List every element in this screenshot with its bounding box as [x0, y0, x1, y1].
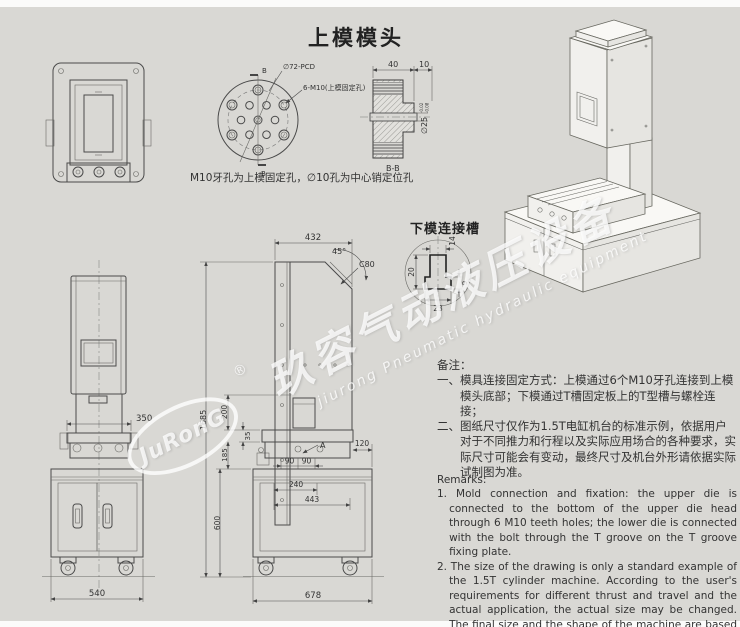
dim-432: 432 — [305, 233, 321, 243]
dim-185: 185 — [221, 448, 229, 461]
pcd-label: ∅72-PCD — [283, 63, 315, 71]
notes-cn-item-1: 一、模具连接固定方式：上模通过6个M10牙孔连接到上模模头底部；下模通过T槽固定… — [437, 373, 734, 418]
dim-240: 240 — [289, 480, 304, 489]
dim-9: 9 — [461, 281, 469, 285]
dim-540: 540 — [89, 589, 105, 599]
page-title: 上模模头 — [308, 26, 404, 50]
section-bb-label: B-B — [386, 164, 400, 173]
dim-90a: 90 — [285, 457, 295, 466]
top-view-drawing — [45, 62, 152, 183]
svg-text:-0.02: -0.02 — [419, 102, 424, 113]
section-mark-bottom: B — [261, 170, 266, 178]
dim-350: 350 — [136, 414, 152, 424]
dim-1685: 1685 — [199, 410, 208, 430]
top-margin-strip — [0, 0, 740, 7]
remarks-en-heading: Remarks: — [437, 474, 487, 486]
t-slot-drawing: 14 20 9 23 — [404, 236, 472, 313]
remarks-en-item-2: 2. The size of the drawing is only a sta… — [437, 560, 737, 627]
remarks-en-item-1: 1. Mold connection and fixation: the upp… — [437, 488, 737, 559]
t-slot-section-title: 下模连接槽 — [410, 222, 481, 237]
dim-35: 35 — [244, 432, 252, 441]
dim-200: 200 — [220, 405, 229, 420]
dim-14: 14 — [448, 236, 457, 246]
bolt-circle-note: M10牙孔为上模固定孔，∅10孔为中心销定位孔 — [190, 171, 414, 184]
section-bb-drawing: 40 10 ∅25 -0.02 -0.08 B-B — [360, 60, 433, 173]
dim-120: 120 — [355, 439, 370, 448]
dim-443: 443 — [305, 495, 320, 504]
detail-a-label: A — [320, 441, 326, 450]
machine-3d-drawing — [503, 19, 702, 293]
chamfer-c80: C80 — [359, 260, 375, 269]
side-view-drawing: 45° C80 432 A 90 90 120 — [199, 233, 384, 604]
bottom-margin-strip — [0, 621, 740, 627]
dim-23: 23 — [433, 304, 443, 313]
notes-cn-heading: 备注： — [437, 358, 472, 372]
pin-holes — [236, 101, 280, 139]
dim-600: 600 — [213, 516, 222, 531]
dim-20: 20 — [407, 267, 416, 277]
bore-dim: ∅25 -0.02 -0.08 — [419, 102, 430, 134]
m10-label: 6-M10(上模固定孔) — [303, 83, 366, 92]
notes-chinese: 备注： 一、模具连接固定方式：上模通过6个M10牙孔连接到上模模头底部；下模通过… — [437, 358, 737, 480]
svg-text:-0.08: -0.08 — [425, 102, 430, 113]
dim-90b: 90 — [302, 457, 312, 466]
front-view-drawing: 350 540 — [42, 260, 155, 602]
angle-45: 45° — [332, 247, 346, 256]
dim-678: 678 — [305, 591, 321, 601]
bolt-circle-drawing: B B ∅72-PCD 6-M10(上模固定孔) M10牙孔为上模固定孔，∅10… — [190, 63, 414, 184]
dim-10: 10 — [419, 60, 429, 69]
section-mark-top: B — [262, 67, 267, 75]
svg-text:∅25: ∅25 — [420, 117, 429, 134]
notes-cn-item-2: 二、图纸尺寸仅作为1.5T电缸机台的标准示例，依据用户对于不同推力和行程以及实际… — [437, 419, 736, 479]
dim-40: 40 — [388, 60, 398, 69]
remarks-english: Remarks: 1. Mold connection and fixation… — [437, 473, 737, 627]
